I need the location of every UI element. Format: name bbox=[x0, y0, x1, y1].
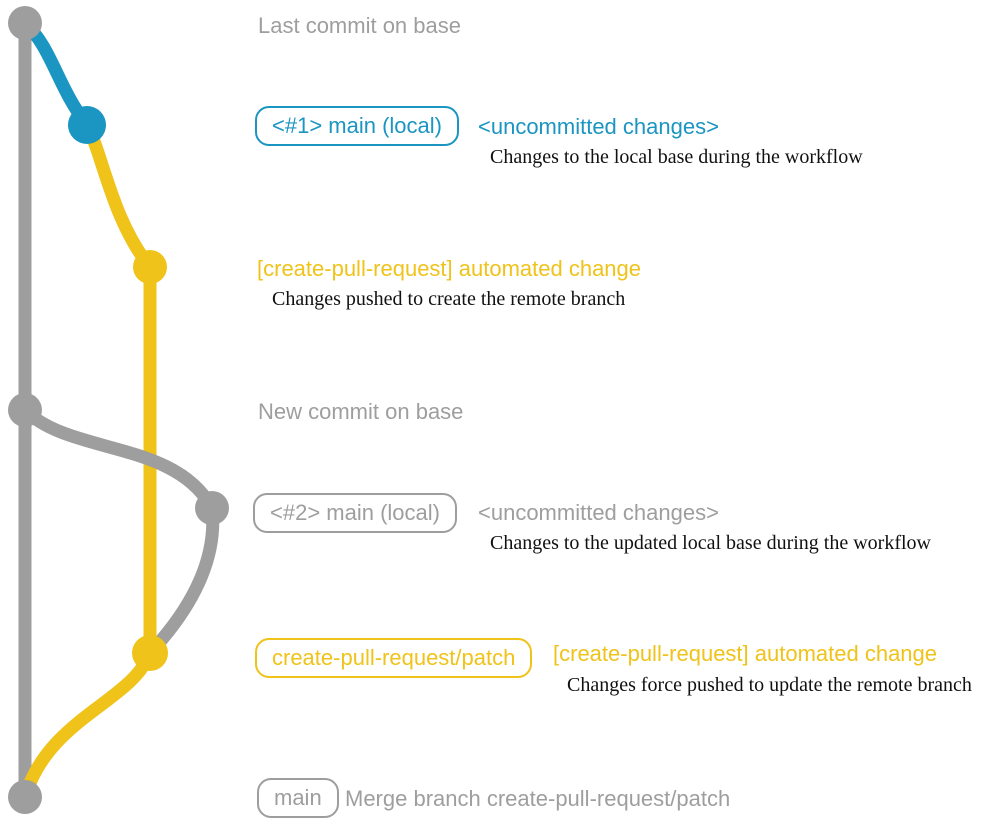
branch-badge-main: main bbox=[257, 778, 339, 818]
commit-dot-last-base bbox=[8, 6, 42, 40]
patch-branch-merge-curve bbox=[18, 646, 157, 804]
uncommitted-changes-message-2: <uncommitted changes> bbox=[478, 500, 719, 525]
branch-badge-main-local-2: <#2> main (local) bbox=[253, 493, 457, 533]
commit-dot-uncommitted-2 bbox=[195, 491, 229, 525]
commit-dot-new-base bbox=[8, 393, 42, 427]
automated-change-message-1: [create-pull-request] automated change bbox=[257, 256, 642, 281]
commit-dot-merge bbox=[8, 780, 42, 814]
automated-change-note-1: Changes pushed to create the remote bran… bbox=[272, 288, 626, 310]
branch-badge-patch: create-pull-request/patch bbox=[255, 638, 533, 678]
automated-change-note-2: Changes force pushed to update the remot… bbox=[567, 674, 972, 696]
commit-dot-uncommitted-1 bbox=[68, 106, 106, 144]
patch-branch-create-curve bbox=[80, 118, 157, 274]
automated-change-message-2: [create-pull-request] automated change bbox=[553, 641, 938, 666]
uncommitted-changes-note-2: Changes to the updated local base during… bbox=[490, 532, 931, 554]
commit-dot-automated-1 bbox=[133, 250, 167, 284]
commit-dot-automated-2 bbox=[132, 635, 168, 671]
uncommitted-changes-message-1: <uncommitted changes> bbox=[478, 114, 719, 139]
merge-commit-message: Merge branch create-pull-request/patch bbox=[345, 786, 731, 811]
uncommitted-changes-note-1: Changes to the local base during the wor… bbox=[490, 146, 863, 168]
updated-local-branch-curve bbox=[18, 403, 219, 515]
last-commit-label: Last commit on base bbox=[258, 13, 461, 38]
updated-local-to-patch-curve bbox=[143, 501, 220, 660]
new-commit-label: New commit on base bbox=[258, 399, 464, 424]
branch-badge-main-local-1: <#1> main (local) bbox=[255, 106, 459, 146]
